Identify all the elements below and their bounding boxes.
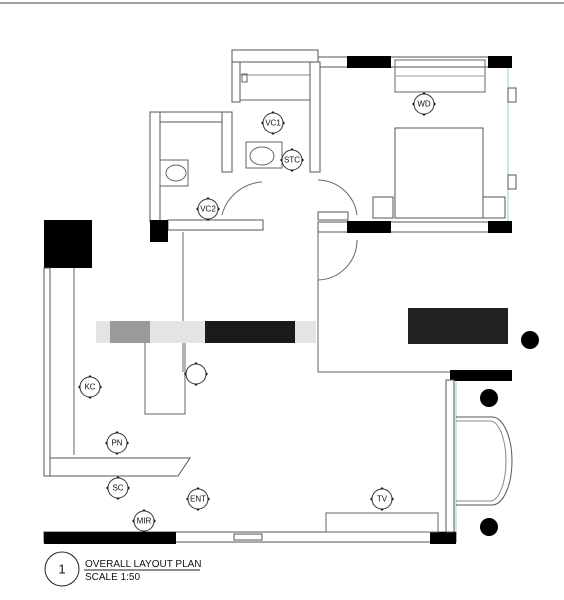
- title-block: 1 OVERALL LAYOUT PLAN SCALE 1:50: [44, 551, 202, 587]
- drawing-title: OVERALL LAYOUT PLAN: [85, 559, 202, 570]
- bedroom-top-wall: [317, 56, 511, 68]
- round-column: [521, 331, 539, 349]
- toilet: [245, 141, 283, 169]
- tv-console: [408, 308, 508, 344]
- door-swing: [317, 179, 358, 216]
- sliding-panel: [205, 321, 295, 343]
- tag-label: VC1: [265, 119, 281, 128]
- tag-pn: PN: [105, 431, 129, 455]
- tag-stc: STC: [280, 148, 304, 172]
- tag-label: WD: [417, 100, 431, 109]
- tag-label: SC: [112, 484, 123, 493]
- column: [347, 56, 391, 68]
- tag-ent: ENT: [186, 487, 210, 511]
- tag-kc: KC: [78, 375, 102, 399]
- tag-unlabeled: [184, 362, 208, 386]
- tag-label: MIR: [137, 517, 152, 526]
- tag-wd: WD: [412, 92, 436, 116]
- column: [450, 370, 512, 381]
- bed: [394, 127, 484, 219]
- tag-label: VC2: [200, 205, 216, 214]
- bedroom-bottom-wall: [317, 221, 511, 233]
- door-swing: [317, 239, 358, 281]
- tag-label: PN: [111, 439, 122, 448]
- side-table: [482, 196, 506, 219]
- bedroom: [317, 56, 517, 233]
- column: [488, 56, 512, 68]
- tag-vc2: VC2: [196, 197, 220, 221]
- tag-vc1: VC1: [261, 111, 285, 135]
- basin: [159, 159, 189, 187]
- tag-mir: MIR: [132, 509, 156, 533]
- tag-tv: TV: [370, 487, 394, 511]
- column: [150, 220, 168, 242]
- door-swing: [221, 181, 263, 216]
- balcony-railing: [456, 416, 513, 506]
- round-column: [480, 389, 498, 407]
- tag-label: STC: [284, 156, 300, 165]
- tag-label: KC: [84, 383, 95, 392]
- tag-sc: SC: [106, 476, 130, 500]
- left-wall: [43, 267, 51, 477]
- drawing-scale: SCALE 1:50: [85, 572, 140, 583]
- round-column: [480, 518, 498, 536]
- living-area: [43, 220, 539, 544]
- bathroom: [149, 49, 358, 281]
- tv-unit: [325, 512, 439, 533]
- drawing-number: 1: [58, 562, 65, 577]
- side-table: [372, 196, 394, 219]
- drawing-number-circle: [44, 551, 80, 587]
- column: [44, 220, 92, 268]
- entrance-opening: [233, 533, 263, 541]
- kitchen-counter: [49, 457, 191, 477]
- right-wall: [445, 379, 455, 533]
- tag-label: TV: [377, 495, 388, 504]
- tag-label: ENT: [190, 495, 206, 504]
